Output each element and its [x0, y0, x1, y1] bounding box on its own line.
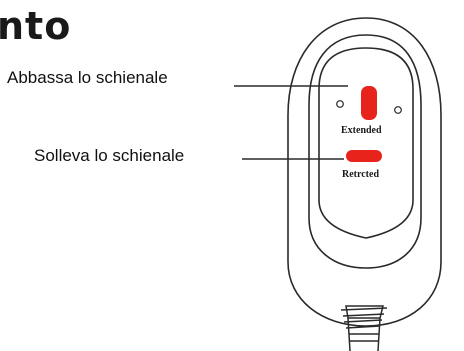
- heading-fragment: nto: [0, 4, 72, 48]
- cable-strain-relief: [340, 305, 388, 351]
- callout-lower-backrest: Abbassa lo schienale: [7, 68, 168, 87]
- retracted-button: [346, 150, 382, 162]
- remote-inner-face: [308, 34, 422, 269]
- remote-outer-shell: [287, 17, 442, 327]
- button-panel: [318, 47, 414, 239]
- indicator-dot-left: [336, 100, 344, 108]
- caption-retracted: Retrcted: [342, 169, 380, 180]
- callout-raise-backrest: Solleva lo schienale: [34, 146, 185, 165]
- extended-button: [361, 86, 377, 120]
- caption-extended: Extended: [341, 125, 382, 136]
- indicator-dot-right: [394, 106, 402, 114]
